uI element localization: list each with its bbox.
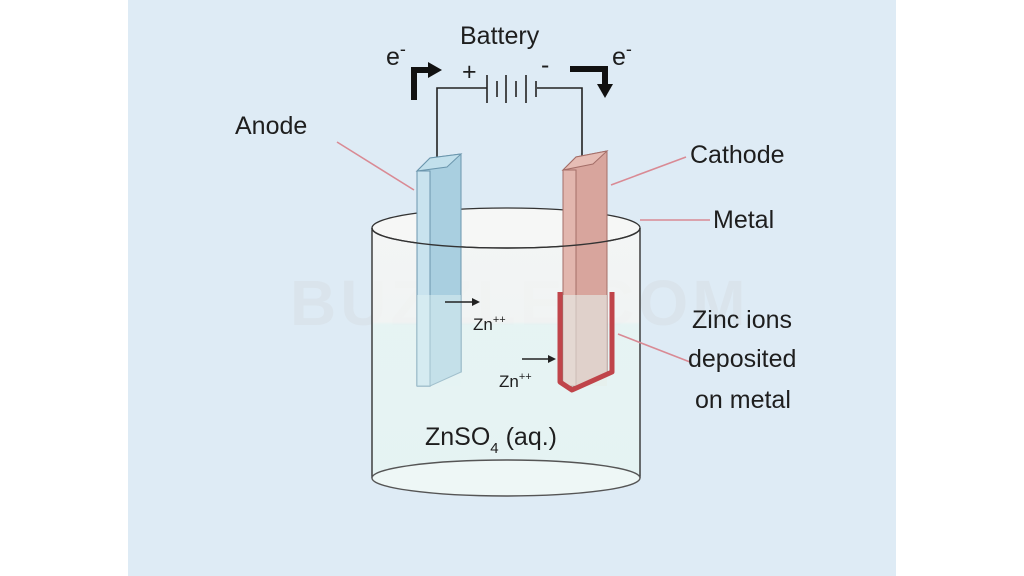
electron-arrow-right-icon: [570, 66, 613, 98]
battery-label: Battery: [460, 22, 540, 50]
cathode-label: Cathode: [690, 141, 785, 169]
battery-icon: [486, 75, 537, 103]
ion-arrow-icon: [445, 298, 556, 363]
circuit-wires: [436, 87, 583, 158]
ion-label-anode: Zn++: [473, 314, 506, 334]
ion-label-cathode: Zn++: [499, 371, 532, 391]
deposit-label-line1: Zinc ions: [692, 306, 792, 334]
zinc-deposit-layer: [557, 292, 615, 393]
anode-electrode: [415, 153, 463, 387]
electron-right-label: e-: [612, 39, 632, 71]
beaker-outline: [371, 227, 641, 497]
deposit-label-line3: on metal: [695, 386, 791, 414]
electron-arrow-left-icon: [411, 62, 442, 100]
deposit-label-line2: deposited: [688, 345, 796, 373]
anode-label: Anode: [235, 112, 307, 140]
battery-minus-label: -: [541, 51, 549, 79]
electron-left-label: e-: [386, 39, 406, 71]
cathode-electrode: [561, 150, 609, 387]
leader-lines: [336, 141, 710, 363]
metal-label: Metal: [713, 206, 774, 234]
battery-plus-label: +: [462, 58, 477, 86]
solution-label: ZnSO4 (aq.): [425, 423, 557, 457]
